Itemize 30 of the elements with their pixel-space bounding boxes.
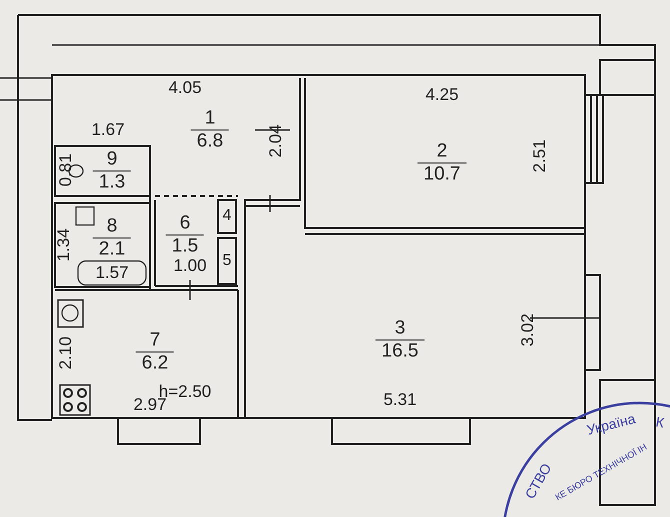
room-area: 6.8 bbox=[190, 130, 230, 152]
room-number: 5 bbox=[222, 251, 232, 271]
dimension-label: 2.10 bbox=[56, 336, 76, 370]
dimension-label: 1.57 bbox=[95, 263, 129, 283]
room-area: 1.5 bbox=[166, 234, 204, 258]
dimension-label: 0.81 bbox=[56, 153, 76, 187]
room-number: 7 bbox=[148, 330, 162, 352]
room-number: 9 bbox=[106, 148, 118, 170]
dimension-label: 1.00 bbox=[173, 256, 207, 276]
room-number: 8 bbox=[106, 216, 118, 238]
dimension-label: 3.02 bbox=[518, 313, 538, 347]
room-area: 6.2 bbox=[136, 352, 174, 374]
stamp-text: Україна bbox=[585, 410, 637, 438]
dimension-label: 4.25 bbox=[425, 85, 459, 105]
room-area: 1.3 bbox=[92, 170, 132, 194]
dimension-label: 1.34 bbox=[54, 228, 74, 262]
room-area: 10.7 bbox=[418, 162, 466, 186]
dimension-label: 2.51 bbox=[530, 139, 550, 173]
dimension-label: 4.05 bbox=[168, 78, 202, 98]
room-number: 4 bbox=[222, 206, 232, 226]
room-number: 3 bbox=[394, 318, 406, 340]
room-number: 2 bbox=[436, 140, 448, 162]
room-number: 6 bbox=[178, 212, 192, 234]
stamp-text: К bbox=[654, 413, 666, 431]
dimension-label: 1.67 bbox=[91, 120, 125, 140]
room-number: 1 bbox=[204, 108, 216, 130]
room-area: 16.5 bbox=[376, 340, 424, 362]
dimension-label: 5.31 bbox=[383, 390, 417, 410]
room-area: 2.1 bbox=[92, 238, 132, 260]
dimension-label: 2.04 bbox=[266, 124, 286, 158]
